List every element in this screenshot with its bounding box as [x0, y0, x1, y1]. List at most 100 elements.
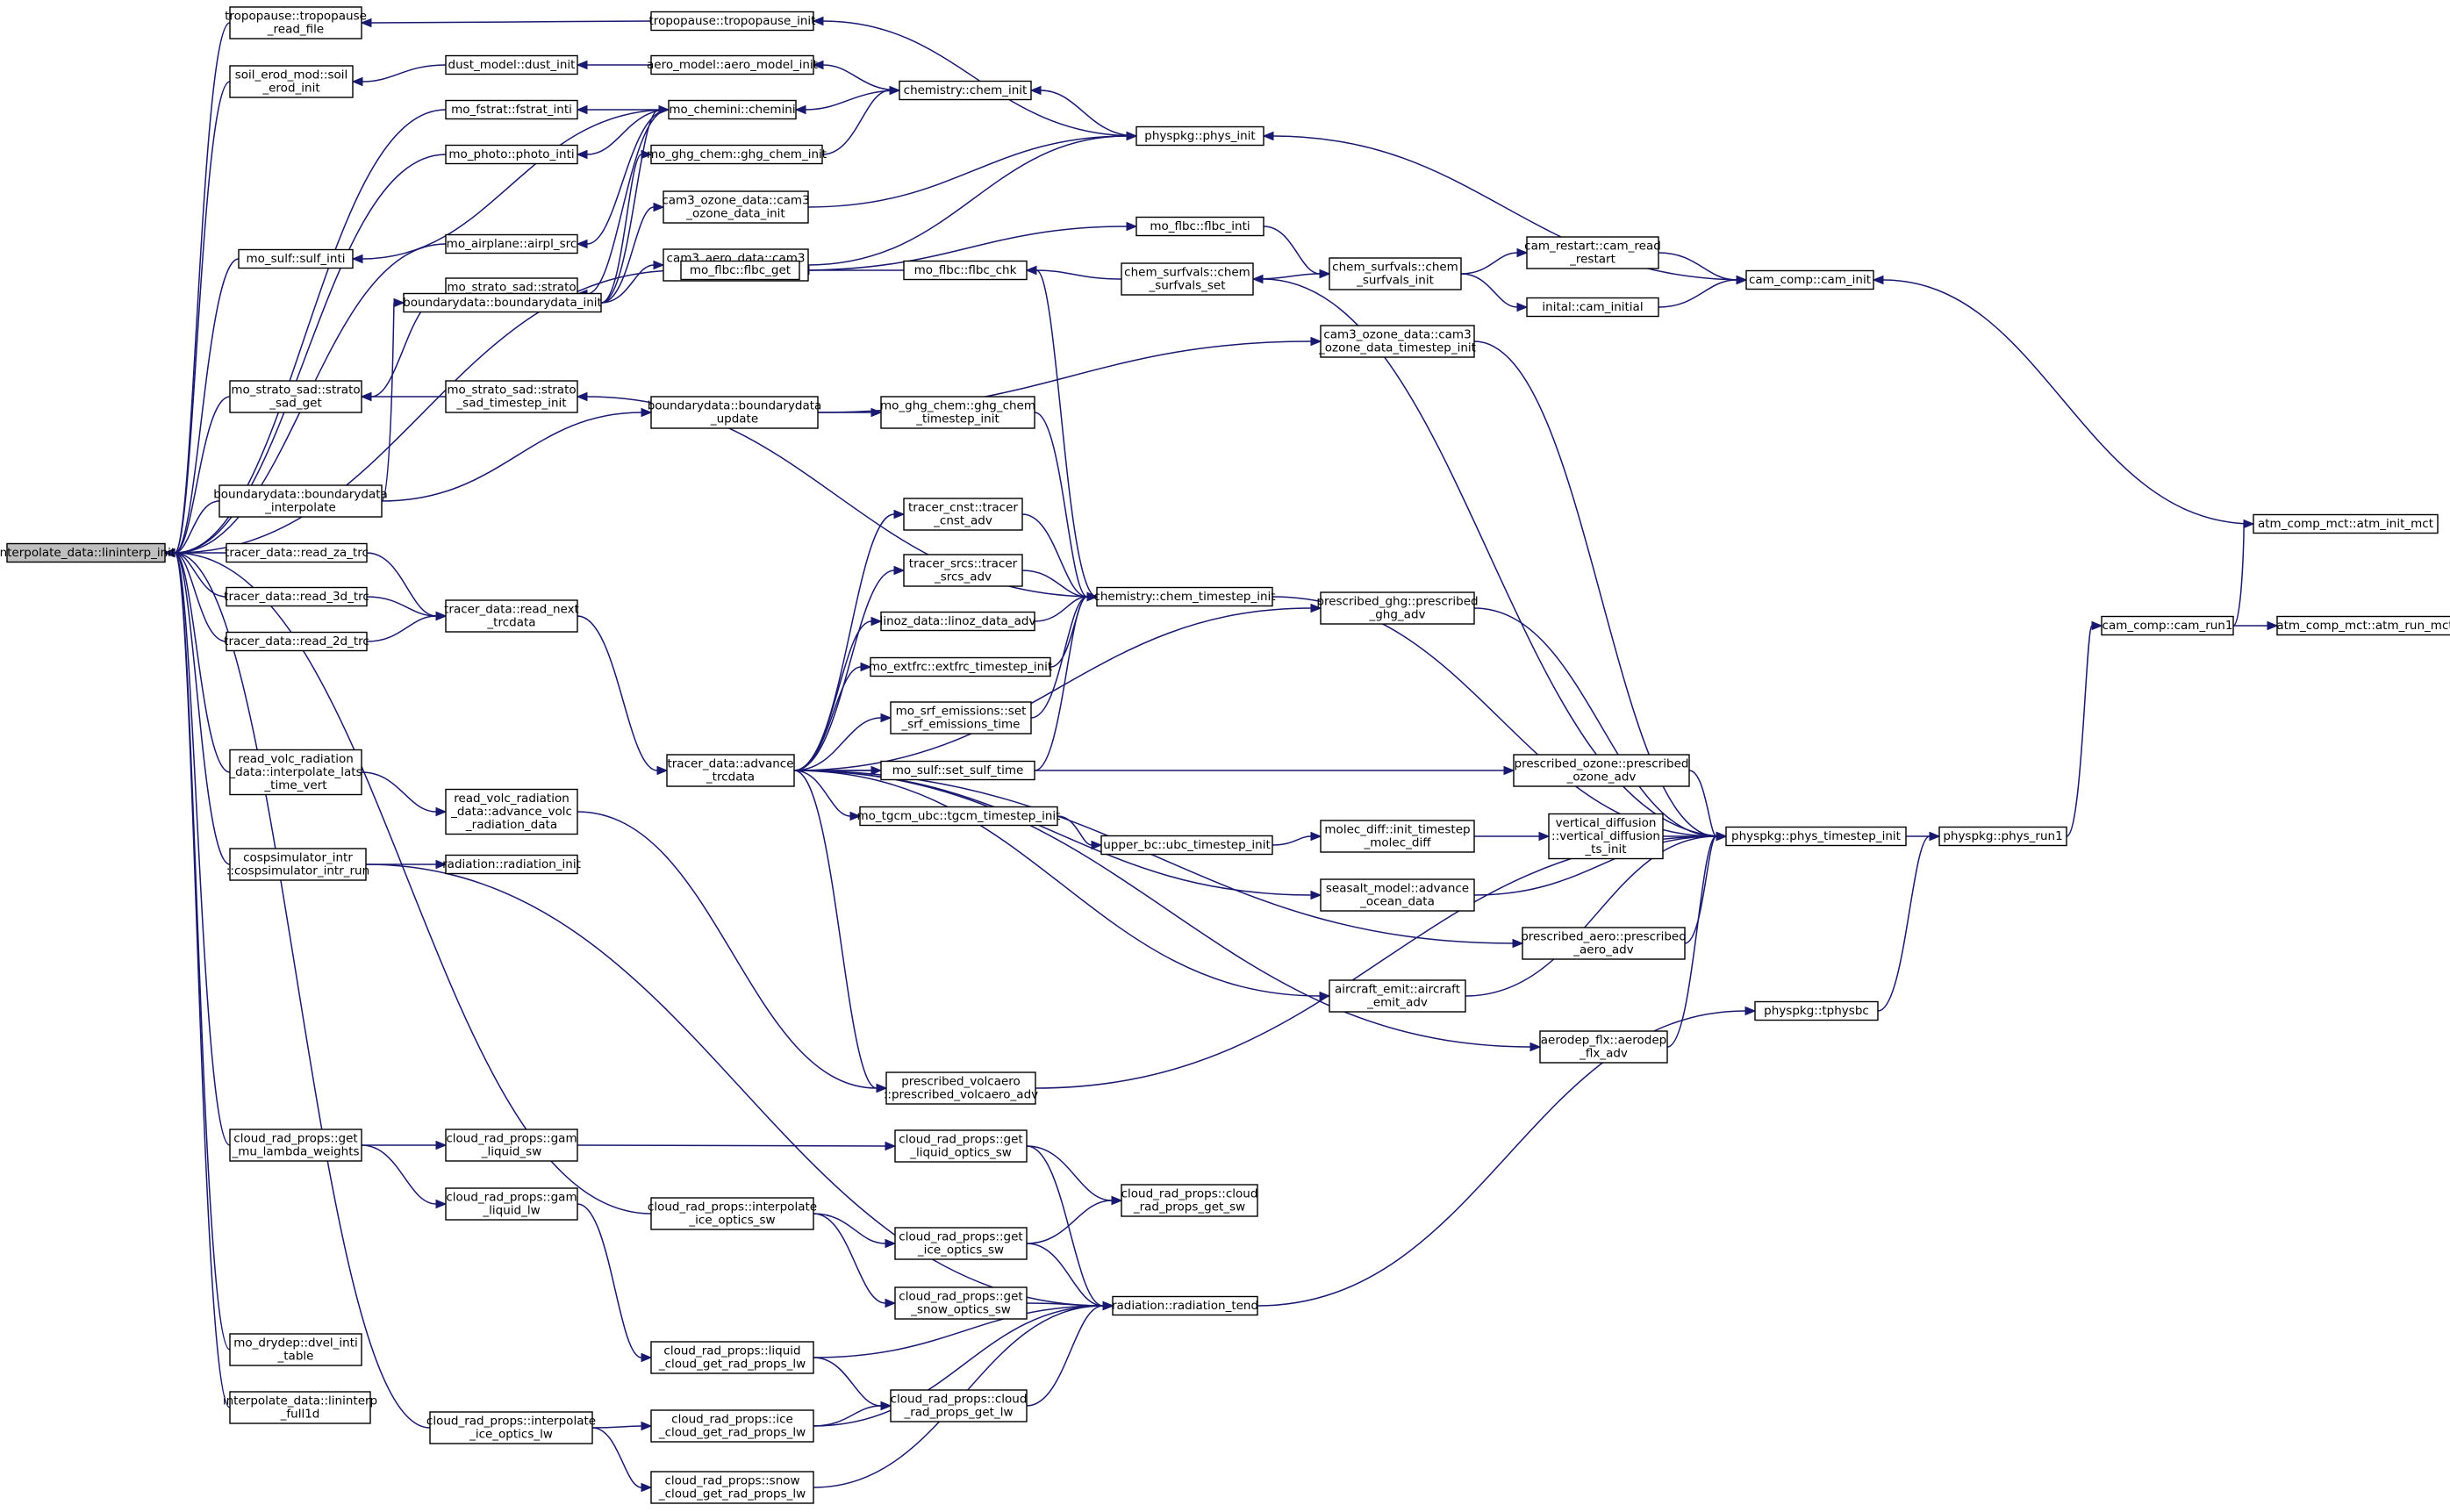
arrow-head-icon — [576, 60, 588, 70]
node-mo-sulf--sulf-inti[interactable]: mo_sulf::sulf_inti — [238, 248, 354, 269]
node-boundarydata--boundarydata-init[interactable]: boundarydata::boundarydata_init — [403, 292, 602, 313]
node-physpkg--tphysbc[interactable]: physpkg::tphysbc — [1754, 1000, 1879, 1021]
node-physpkg--phys-timestep-init[interactable]: physpkg::phys_timestep_init — [1725, 826, 1907, 847]
node-mo-drydep--dvel-inti-table[interactable]: mo_drydep::dvel_inti_table — [229, 1333, 362, 1366]
node-physpkg--phys-run1[interactable]: physpkg::phys_run1 — [1938, 826, 2067, 847]
node-cam-comp--cam-run1[interactable]: cam_comp::cam_run1 — [2101, 615, 2234, 636]
node-box — [1121, 262, 1254, 296]
node-read-volc-radiation-data--advance-volc-radiation-data[interactable]: read_volc_radiation_data::advance_volc_r… — [445, 788, 578, 835]
node-soil-erod-mod--soil-erod-init[interactable]: soil_erod_mod::soil_erod_init — [229, 65, 354, 98]
edge-line — [174, 552, 231, 865]
node-cloud-rad-props--gam-liquid-sw[interactable]: cloud_rad_props::gam_liquid_sw — [445, 1129, 578, 1162]
node-tracer-data--read-next-trcdata[interactable]: tracer_data::read_next_trcdata — [444, 599, 579, 633]
node-box — [229, 1391, 371, 1424]
node-prescribed-aero--prescribed-aero-adv[interactable]: prescribed_aero::prescribed_aero_adv — [1521, 927, 1687, 960]
node-cloud-rad-props--cloud-rad-props-get-lw[interactable]: cloud_rad_props::cloud_rad_props_get_lw — [890, 1389, 1028, 1422]
node-tracer-srcs--tracer-srcs-adv[interactable]: tracer_srcs::tracer_srcs_adv — [903, 554, 1023, 587]
node-aero-model--aero-model-init[interactable]: aero_model::aero_model_init — [647, 54, 818, 75]
node-tracer-cnst--tracer-cnst-adv[interactable]: tracer_cnst::tracer_cnst_adv — [903, 498, 1023, 531]
arrow-head-icon — [1126, 221, 1138, 232]
node-atm-comp-mct--atm-run-mct[interactable]: atm_comp_mct::atm_run_mct — [2276, 615, 2450, 636]
node-cloud-rad-props--get-liquid-optics-sw[interactable]: cloud_rad_props::get_liquid_optics_sw — [894, 1129, 1028, 1163]
edge-line — [174, 396, 231, 554]
node-tracer-data--read-3d-trc[interactable]: tracer_data::read_3d_trc — [224, 586, 369, 607]
node-linoz-data--linoz-data-adv[interactable]: linoz_data::linoz_data_adv — [880, 611, 1036, 632]
node-cam-restart--cam-read-restart[interactable]: cam_restart::cam_read_restart — [1524, 236, 1661, 269]
node-cloud-rad-props--snow-cloud-get-rad-props-lw[interactable]: cloud_rad_props::snow_cloud_get_rad_prop… — [650, 1471, 814, 1504]
node-chemistry--chem-timestep-init[interactable]: chemistry::chem_timestep_init — [1093, 586, 1276, 607]
node-radiation--radiation-init[interactable]: radiation::radiation_init — [442, 854, 581, 875]
node-tracer-data--read-za-trc[interactable]: tracer_data::read_za_trc — [225, 542, 369, 563]
node-vertical-diffusion--vertical-diffusion-ts-init[interactable]: vertical_diffusion::vertical_diffusion_t… — [1548, 813, 1664, 860]
node-cloud-rad-props--get-mu-lambda-weights[interactable]: cloud_rad_props::get_mu_lambda_weights — [229, 1129, 362, 1162]
node-prescribed-ghg--prescribed-ghg-adv[interactable]: prescribed_ghg::prescribed_ghg_adv — [1316, 591, 1479, 625]
arrow-head-icon — [2091, 620, 2103, 631]
node-mo-flbc--flbc-chk[interactable]: mo_flbc::flbc_chk — [903, 260, 1028, 281]
node-cloud-rad-props--interpolate-ice-optics-lw[interactable]: cloud_rad_props::interpolate_ice_optics_… — [426, 1411, 596, 1444]
arrow-head-icon — [641, 149, 653, 160]
node-seasalt-model--advance-ocean-data[interactable]: seasalt_model::advance_ocean_data — [1320, 878, 1475, 912]
node-mo-fstrat--fstrat-inti[interactable]: mo_fstrat::fstrat_inti — [445, 99, 578, 120]
node-label-line: _flx_adv — [1579, 1047, 1628, 1061]
node-mo-ghg-chem--ghg-chem-init[interactable]: mo_ghg_chem::ghg_chem_init — [647, 144, 827, 165]
node-tropopause--tropopause-read-file[interactable]: tropopause::tropopause_read_file — [225, 6, 367, 39]
node-radiation--radiation-tend[interactable]: radiation::radiation_tend — [1112, 1295, 1258, 1316]
node-boundarydata--boundarydata-update[interactable]: boundarydata::boundarydata_update — [648, 396, 822, 429]
node-boundarydata--boundarydata-interpolate[interactable]: boundarydata::boundarydata_interpolate — [213, 484, 388, 518]
edge-line — [807, 135, 1128, 208]
node-mo-flbc--flbc-inti[interactable]: mo_flbc::flbc_inti — [1135, 216, 1264, 237]
node-interpolate-data--lininterp-full1d[interactable]: interpolate_data::lininterp_full1d — [223, 1391, 377, 1424]
node-cloud-rad-props--get-snow-optics-sw[interactable]: cloud_rad_props::get_snow_optics_sw — [894, 1286, 1028, 1320]
node-mo-photo--photo-inti[interactable]: mo_photo::photo_inti — [445, 144, 578, 165]
node-label-line: _trcdata — [706, 770, 755, 785]
node-aerodep-flx--aerodep-flx-adv[interactable]: aerodep_flx::aerodep_flx_adv — [1539, 1030, 1668, 1064]
node-cam3-ozone-data--cam3-ozone-data-timestep-init[interactable]: cam3_ozone_data::cam3_ozone_data_timeste… — [1318, 325, 1476, 358]
node-cloud-rad-props--get-ice-optics-sw[interactable]: cloud_rad_props::get_ice_optics_sw — [894, 1227, 1028, 1260]
node-box — [650, 144, 823, 165]
node-cloud-rad-props--interpolate-ice-optics-sw[interactable]: cloud_rad_props::interpolate_ice_optics_… — [648, 1197, 817, 1230]
node-upper-bc--ubc-timestep-init[interactable]: upper_bc::ubc_timestep_init — [1100, 835, 1273, 856]
node-tracer-data--advance-trcdata[interactable]: tracer_data::advance_trcdata — [666, 754, 795, 787]
node-mo-airplane--airpl-src[interactable]: mo_airplane::airpl_src — [445, 233, 578, 254]
node-mo-sulf--set-sulf-time[interactable]: mo_sulf::set_sulf_time — [880, 760, 1035, 781]
node-mo-chemini--chemini[interactable]: mo_chemini::chemini — [668, 99, 797, 120]
node-label: tracer_data::read_za_trc — [225, 546, 369, 560]
node-atm-comp-mct--atm-init-mct[interactable]: atm_comp_mct::atm_init_mct — [2253, 513, 2439, 534]
node-cloud-rad-props--liquid-cloud-get-rad-props-lw[interactable]: cloud_rad_props::liquid_cloud_get_rad_pr… — [650, 1341, 814, 1374]
node-dust-model--dust-init[interactable]: dust_model::dust_init — [445, 54, 578, 75]
node-cospsimulator-intr--cospsimulator-intr-run[interactable]: cospsimulator_intr::cospsimulator_intr_r… — [226, 848, 369, 881]
node-tracer-data--read-2d-trc[interactable]: tracer_data::read_2d_trc — [224, 631, 369, 652]
node-prescribed-ozone--prescribed-ozone-adv[interactable]: prescribed_ozone::prescribed_ozone_adv — [1513, 754, 1690, 787]
node-chemistry--chem-init[interactable]: chemistry::chem_init — [899, 80, 1032, 101]
node-mo-extfrc--extfrc-timestep-init[interactable]: mo_extfrc::extfrc_timestep_init — [869, 656, 1052, 677]
node-inital--cam-initial[interactable]: inital::cam_initial — [1526, 297, 1659, 318]
node-chem-surfvals--chem-surfvals-set[interactable]: chem_surfvals::chem_surfvals_set — [1121, 262, 1254, 296]
edge-aero-model--aero-model-init-to-dust-model--dust-init — [576, 60, 651, 70]
edge-chemistry--chem-init-to-mo-chemini--chemini — [794, 90, 900, 115]
node-physpkg--phys-init[interactable]: physpkg::phys_init — [1135, 125, 1264, 147]
node-cloud-rad-props--cloud-rad-props-get-sw[interactable]: cloud_rad_props::cloud_rad_props_get_sw — [1121, 1184, 1258, 1217]
node-tropopause--tropopause-init[interactable]: tropopause::tropopause_init — [649, 11, 816, 32]
node-molec-diff--init-timestep-molec-diff[interactable]: molec_diff::init_timestep_molec_diff — [1320, 820, 1475, 853]
node-interpolate-data--lininterp-init[interactable]: interpolate_data::lininterp_init — [0, 542, 176, 563]
node-cloud-rad-props--ice-cloud-get-rad-props-lw[interactable]: cloud_rad_props::ice_cloud_get_rad_props… — [650, 1409, 814, 1443]
node-prescribed-volcaero--prescribed-volcaero-adv[interactable]: prescribed_volcaero::prescribed_volcaero… — [884, 1071, 1038, 1105]
edge-line — [793, 770, 1514, 944]
node-chem-surfvals--chem-surfvals-init[interactable]: chem_surfvals::chem_surfvals_init — [1329, 257, 1462, 290]
node-mo-srf-emissions--set-srf-emissions-time[interactable]: mo_srf_emissions::set_srf_emissions_time — [890, 701, 1032, 735]
arrow-head-icon — [656, 765, 669, 776]
node-box — [663, 190, 809, 224]
node-mo-strato-sad--strato-sad-get[interactable]: mo_strato_sad::strato_sad_get — [229, 380, 362, 413]
node-label-line: chem_surfvals::chem — [1332, 261, 1458, 275]
node-mo-strato-sad--strato-sad-timestep-init[interactable]: mo_strato_sad::strato_sad_timestep_init — [445, 380, 578, 413]
node-aircraft-emit--aircraft-emit-adv[interactable]: aircraft_emit::aircraft_emit_adv — [1329, 979, 1466, 1013]
node-label: boundarydata::boundarydata_update — [648, 399, 822, 426]
node-mo-ghg-chem--ghg-chem-timestep-init[interactable]: mo_ghg_chem::ghg_chem_timestep_init — [880, 396, 1035, 429]
node-box — [650, 1341, 814, 1374]
node-cam3-ozone-data--cam3-ozone-data-init[interactable]: cam3_ozone_data::cam3_ozone_data_init — [662, 190, 810, 224]
node-cloud-rad-props--gam-liquid-lw[interactable]: cloud_rad_props::gam_liquid_lw — [445, 1187, 578, 1221]
node-mo-tgcm-ubc--tgcm-timestep-init[interactable]: mo_tgcm_ubc::tgcm_timestep_init — [857, 806, 1061, 827]
node-cam-comp--cam-init[interactable]: cam_comp::cam_init — [1745, 269, 1874, 290]
node-read-volc-radiation-data--interpolate-lats-time-vert[interactable]: read_volc_radiation_data::interpolate_la… — [228, 749, 362, 796]
node-mo-flbc--flbc-get[interactable]: mo_flbc::flbc_get — [680, 260, 800, 281]
